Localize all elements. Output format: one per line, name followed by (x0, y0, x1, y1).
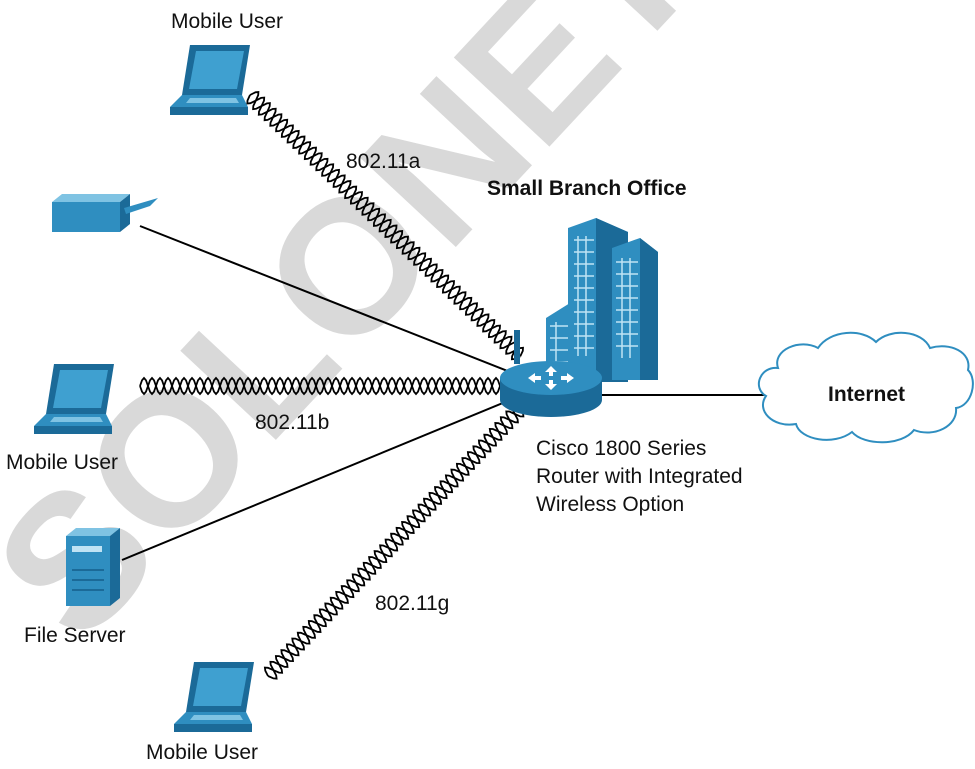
printer-icon (52, 194, 158, 232)
label-802-11a: 802.11a (346, 150, 421, 173)
label-file-server: File Server (24, 624, 126, 647)
file-server-icon (66, 528, 120, 606)
link-file-server (121, 399, 511, 561)
label-router-line-1: Cisco 1800 Series (536, 437, 707, 460)
link-printer (139, 225, 511, 373)
label-small-branch-office: Small Branch Office (487, 177, 687, 200)
wireless-link-802-11g (263, 393, 535, 680)
label-mobile-user-left: Mobile User (6, 451, 119, 474)
office-building-icon (546, 218, 658, 385)
router-icon (500, 330, 602, 417)
wireless-strand (139, 376, 507, 396)
wireless-strand (267, 393, 530, 680)
label-router-line-3: Wireless Option (536, 493, 685, 516)
laptop-icon-top (170, 45, 250, 115)
label-802-11b: 802.11b (255, 411, 330, 434)
label-mobile-user-top: Mobile User (171, 10, 284, 33)
wireless-link-802-11a (246, 90, 524, 361)
wireless-strand (263, 398, 535, 677)
internet-cloud-icon (757, 331, 974, 444)
label-internet: Internet (828, 383, 906, 406)
laptop-icon-bottom (174, 662, 254, 732)
wireless-strand (139, 376, 507, 396)
wireless-link-802-11b (139, 376, 507, 396)
label-router-line-2: Router with Integrated (536, 465, 743, 488)
laptop-icon-left (34, 364, 114, 434)
wireless-strand (249, 90, 524, 357)
label-mobile-user-bottom: Mobile User (146, 741, 259, 764)
wireless-strand (246, 94, 521, 361)
label-802-11g: 802.11g (375, 592, 450, 615)
